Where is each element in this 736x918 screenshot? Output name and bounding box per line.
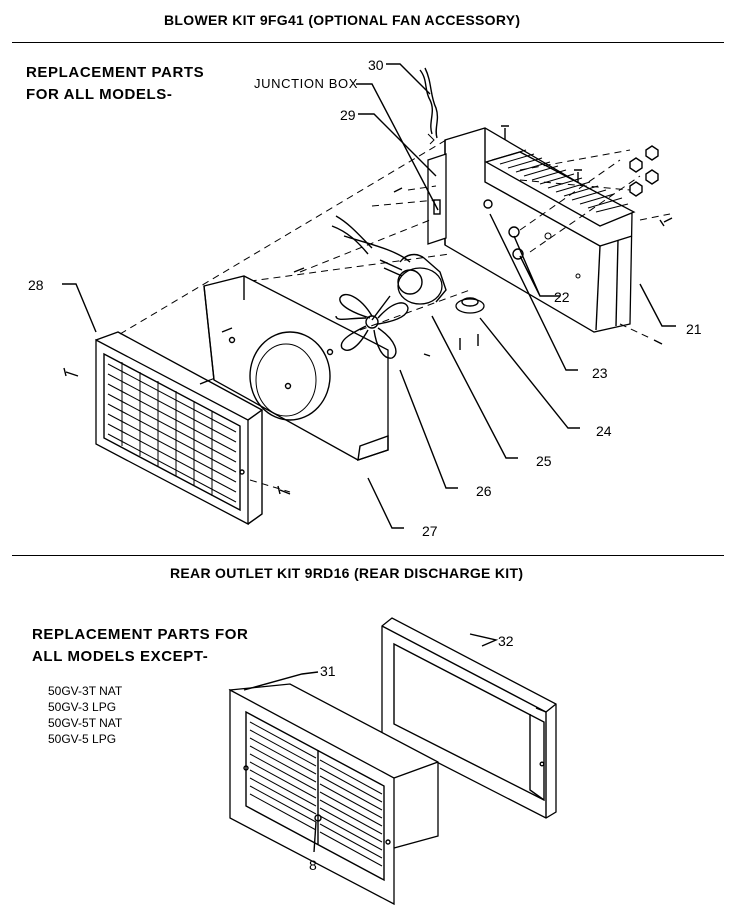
blower-motor-25 [331, 215, 447, 321]
wire-harness-30 [419, 67, 439, 145]
fan-blade-26 [335, 293, 409, 359]
callout-24: 24 [596, 423, 612, 439]
callout-30: 30 [368, 57, 384, 73]
mounting-panel-27 [203, 275, 389, 462]
top-divider [12, 42, 724, 43]
callout-8: 8 [309, 857, 317, 873]
rear-note-line1: REPLACEMENT PARTS FOR [32, 626, 249, 643]
blower-leader-lines [62, 63, 676, 529]
blower-note: REPLACEMENT PARTS FOR ALL MODELS- [26, 62, 204, 106]
callout-23: 23 [592, 365, 608, 381]
rear-note: REPLACEMENT PARTS FOR ALL MODELS EXCEPT- [32, 624, 249, 668]
rear-leader-lines [243, 633, 499, 853]
middle-divider [12, 555, 724, 556]
junction-box-label: JUNCTION BOX [254, 76, 358, 91]
callout-21: 21 [686, 321, 702, 337]
model-item: 50GV-3 LPG [48, 700, 117, 714]
callout-27: 27 [422, 523, 438, 539]
rear-note-line2: ALL MODELS EXCEPT- [32, 648, 209, 665]
rear-outlet-kit-title: REAR OUTLET KIT 9RD16 (REAR DISCHARGE KI… [170, 565, 524, 581]
blower-note-line1: REPLACEMENT PARTS [26, 64, 205, 81]
callout-28: 28 [28, 277, 44, 293]
callout-25: 25 [536, 453, 552, 469]
callout-22: 22 [554, 289, 570, 305]
excepted-models-list: 50GV-3T NAT 50GV-3 LPG 50GV-5T NAT 50GV-… [48, 683, 122, 747]
blower-kit-title: BLOWER KIT 9FG41 (OPTIONAL FAN ACCESSORY… [164, 12, 521, 28]
front-grille-28 [95, 331, 264, 526]
rear-outlet-register-31 [228, 683, 439, 906]
callout-31: 31 [320, 663, 336, 679]
callout-29: 29 [340, 107, 356, 123]
blower-note-line2: FOR ALL MODELS- [26, 86, 173, 103]
model-item: 50GV-5T NAT [48, 716, 123, 730]
blower-housing-21 [427, 127, 636, 333]
callout-26: 26 [476, 483, 492, 499]
model-item: 50GV-5 LPG [48, 732, 117, 746]
model-item: 50GV-3T NAT [48, 684, 123, 698]
callout-32: 32 [498, 633, 514, 649]
thermal-switch-24 [455, 297, 485, 350]
mounting-screws [63, 187, 431, 495]
